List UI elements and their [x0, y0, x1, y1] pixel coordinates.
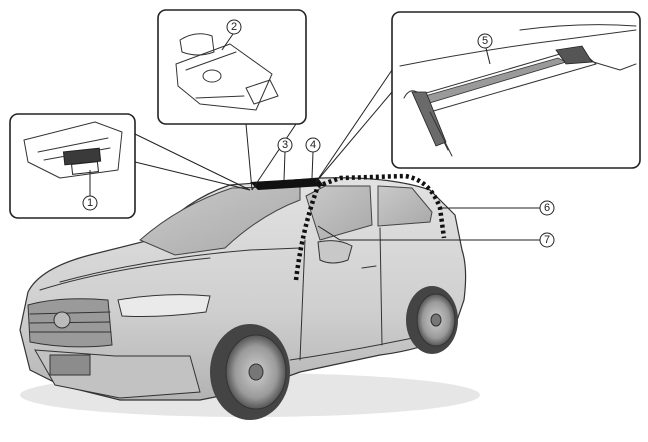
callout-6: 6 [539, 200, 555, 216]
rear-side-window [377, 185, 433, 227]
roof-rail-drawing [399, 24, 637, 157]
callout-7: 7 [539, 232, 555, 248]
callout-5-leader [485, 47, 491, 65]
side-mirror [317, 240, 353, 264]
car-illustration [19, 177, 480, 420]
callout-3-number: 3 [282, 139, 288, 151]
inset-sensor-module [157, 9, 307, 125]
inset-5-connector-top [315, 69, 393, 183]
windshield [139, 185, 301, 256]
sensor-module-drawing [175, 33, 279, 111]
inset-2-connector-right [251, 123, 297, 191]
callout-5: 5 [477, 33, 493, 49]
leader-lines [89, 33, 540, 241]
inset-1-connector-bottom [134, 161, 251, 191]
door-line-rear [379, 227, 383, 346]
inset-5-connector-bottom [315, 91, 393, 183]
callout-1: 1 [82, 195, 98, 211]
inset-overhead-console [9, 113, 136, 219]
license-plate [49, 354, 91, 376]
callout-1-number: 1 [87, 197, 93, 209]
headlight [117, 294, 211, 317]
emblem [53, 311, 71, 329]
callout-3-leader [283, 151, 286, 181]
callout-4: 4 [305, 137, 321, 153]
front-wheel [210, 324, 290, 420]
inset-roof-rail [391, 11, 641, 169]
callout-7-number: 7 [544, 234, 550, 246]
inset-2-connector-left [245, 123, 253, 191]
callout-2-leader [221, 33, 234, 51]
callout-7-leader [317, 225, 540, 241]
callout-6-number: 6 [544, 202, 550, 214]
door-line-front [299, 239, 306, 361]
overhead-console-drawing [23, 121, 123, 179]
car-body [19, 177, 467, 401]
front-side-window [305, 185, 373, 241]
door-handle [361, 265, 377, 269]
callout-4-number: 4 [310, 139, 316, 151]
curtain-airbag-route [293, 173, 447, 281]
inset-1-connector-top [134, 133, 251, 191]
callout-4-leader [311, 151, 314, 179]
rear-wheel [406, 286, 458, 354]
roof-module-band [250, 178, 324, 190]
callout-3: 3 [277, 137, 293, 153]
callout-2-number: 2 [231, 21, 237, 33]
hood-edge [59, 247, 301, 283]
callout-5-number: 5 [482, 35, 488, 47]
hood-crease [39, 257, 211, 291]
callout-2: 2 [226, 19, 242, 35]
